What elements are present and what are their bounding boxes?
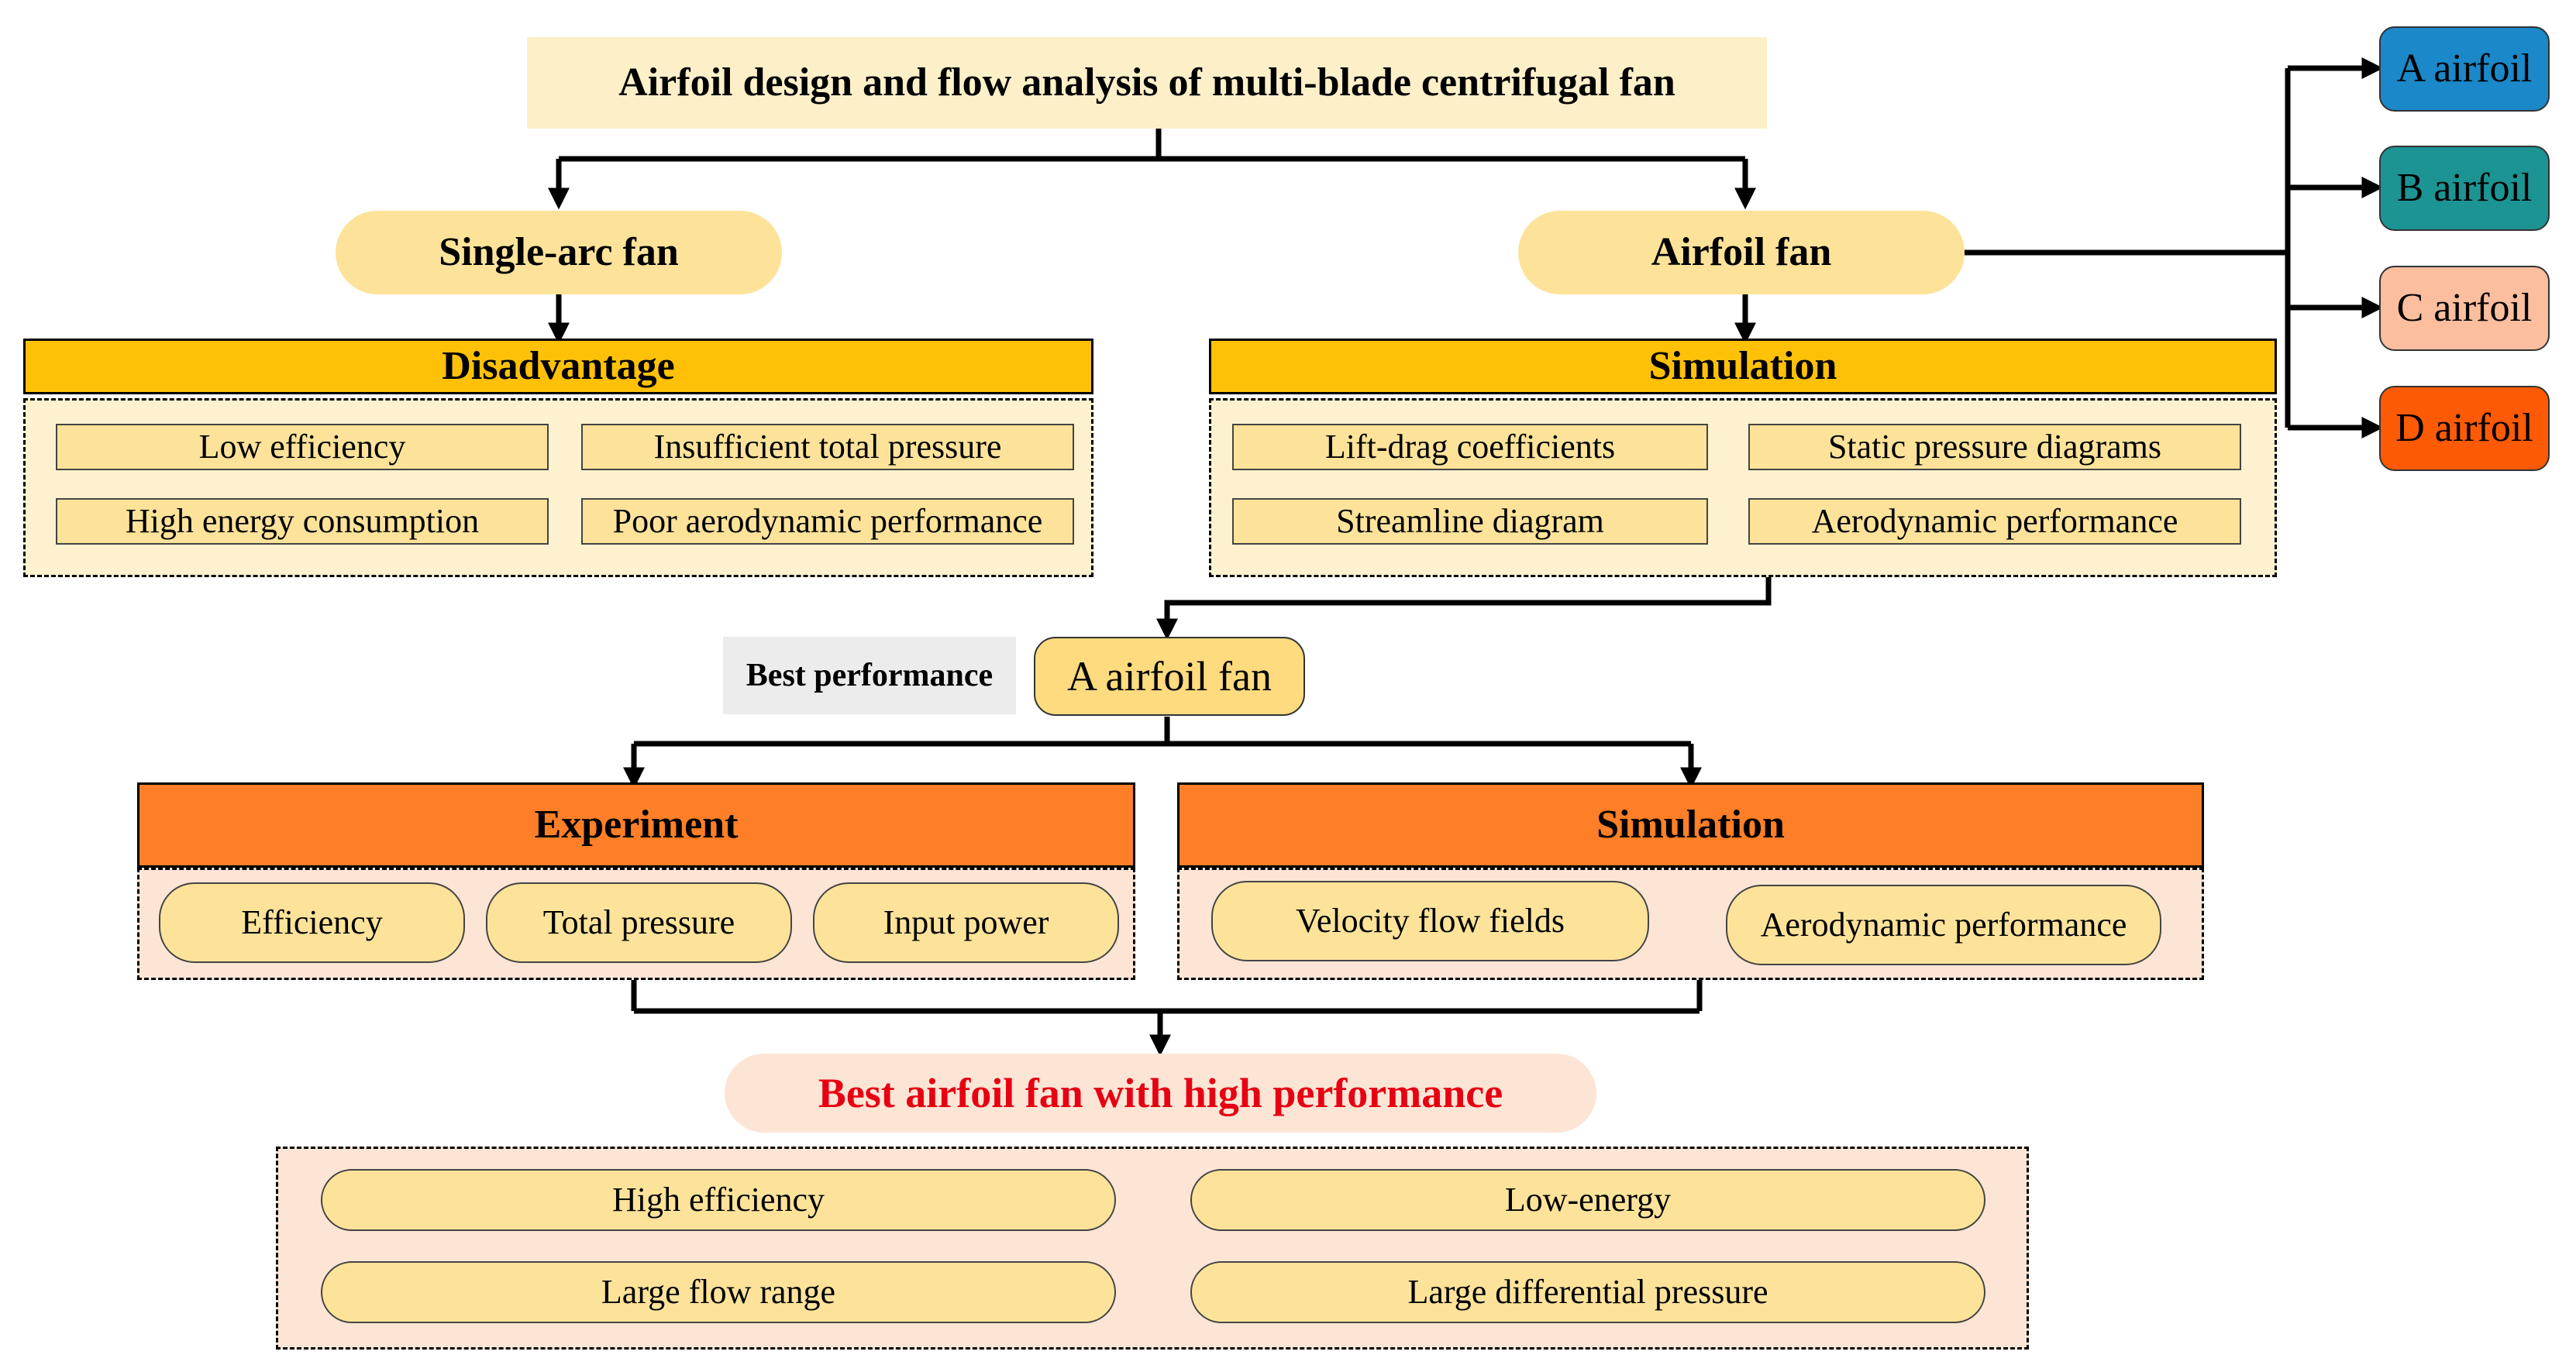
disadvantage-item: Insufficient total pressure [581,424,1074,470]
b-airfoil-node: B airfoil [2379,146,2550,231]
result-item: Large flow range [321,1261,1116,1323]
disadvantage-item: Poor aerodynamic performance [581,498,1074,545]
simulation2-header: Simulation [1177,782,2204,868]
simulation-item: Static pressure diagrams [1748,424,2241,470]
single-arc-fan-node: Single-arc fan [336,211,782,294]
result-item: Low-energy [1190,1169,1985,1231]
disadvantage-item: High energy consumption [56,498,549,545]
simulation-item: Aerodynamic performance [1748,498,2241,545]
simulation-item: Streamline diagram [1232,498,1708,545]
c-airfoil-node: C airfoil [2379,266,2550,351]
experiment-item: Total pressure [486,882,792,963]
simulation-to-a-fan [1156,577,1772,641]
a-airfoil-fan-node: A airfoil fan [1034,637,1305,716]
diagram-title: Airfoil design and flow analysis of mult… [527,37,1767,129]
airfoil-fan-node: Airfoil fan [1518,211,1965,294]
simulation2-item: Velocity flow fields [1211,881,1649,961]
simulation2-item: Aerodynamic performance [1726,885,2161,965]
experiment-item: Input power [813,882,1119,963]
disadvantage-header: Disadvantage [23,339,1093,394]
a-airfoil-node: A airfoil [2379,26,2550,112]
result-node: Best airfoil fan with high performance [725,1054,1596,1133]
simulation-item: Lift-drag coefficients [1232,424,1708,470]
simulation-header: Simulation [1209,339,2277,394]
disadvantage-item: Low efficiency [56,424,549,470]
experiment-item: Efficiency [159,882,465,963]
d-airfoil-node: D airfoil [2379,386,2550,471]
result-item: High efficiency [321,1169,1116,1231]
best-performance-label: Best performance [723,637,1016,714]
experiment-header: Experiment [137,782,1135,868]
result-item: Large differential pressure [1190,1261,1985,1323]
